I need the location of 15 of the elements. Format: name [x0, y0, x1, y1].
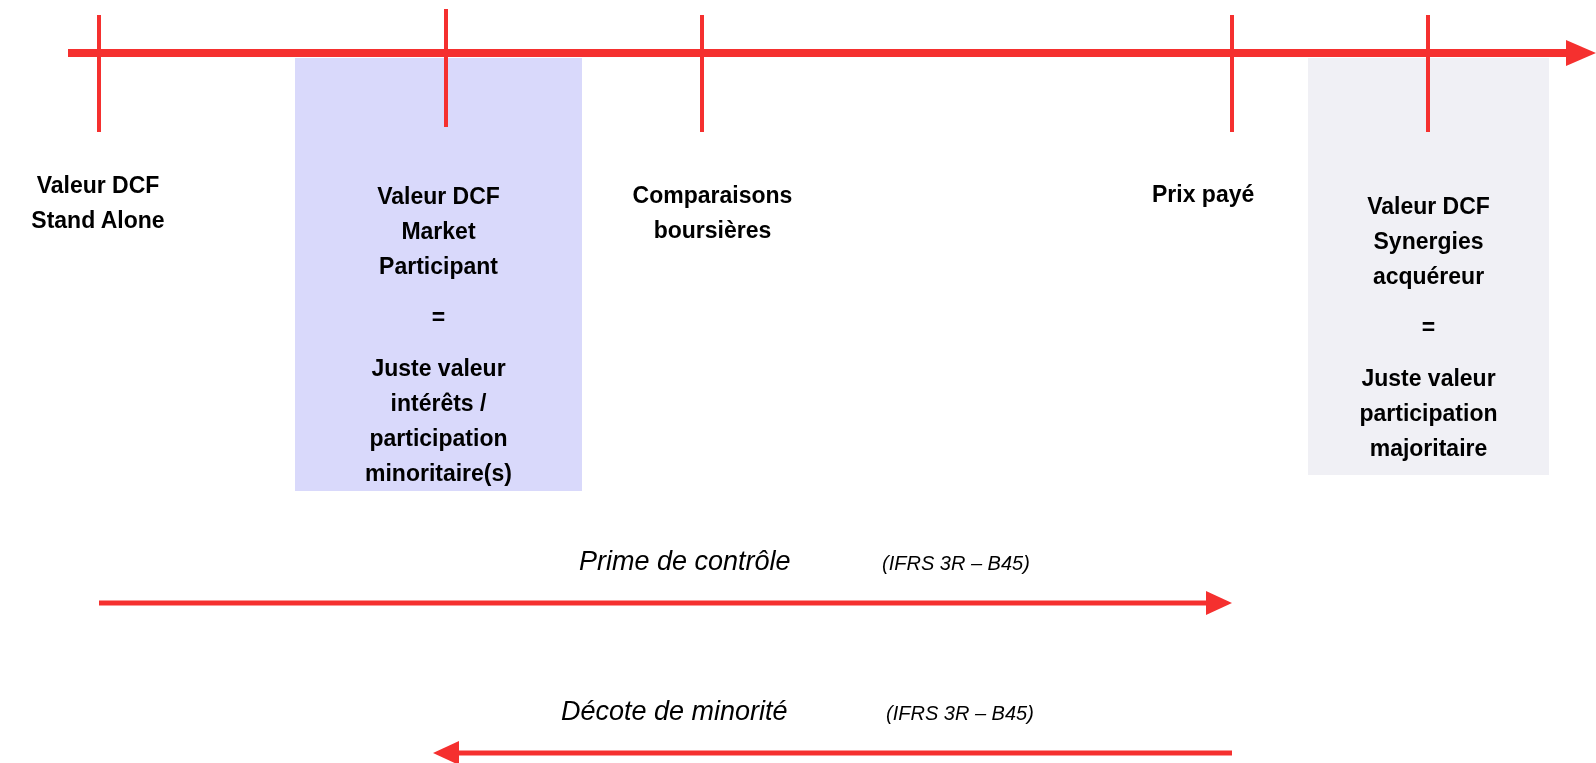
value-heading: Valeur DCF Market Participant — [376, 182, 501, 281]
measure-label: Décote de minorité — [561, 695, 788, 728]
equals-sign: = — [430, 303, 447, 332]
tick-label: Comparaisons boursières — [631, 181, 794, 245]
shaded-panel — [1308, 58, 1549, 475]
reference-note: (IFRS 3R – B45) — [886, 701, 1034, 726]
tick-label: Valeur DCF Stand Alone — [30, 171, 166, 235]
value-description: Juste valeur intérêts / participation minoritaire(s) — [364, 354, 513, 488]
value-heading: Valeur DCF Synergies acquéreur — [1366, 192, 1491, 291]
reference-note: (IFRS 3R – B45) — [882, 551, 1030, 576]
shaded-panel — [295, 58, 582, 491]
measure-label: Prime de contrôle — [579, 545, 791, 578]
value-description: Juste valeur participation majoritaire — [1358, 364, 1499, 463]
tick-label: Prix payé — [1152, 180, 1255, 209]
equals-sign: = — [1420, 313, 1437, 342]
